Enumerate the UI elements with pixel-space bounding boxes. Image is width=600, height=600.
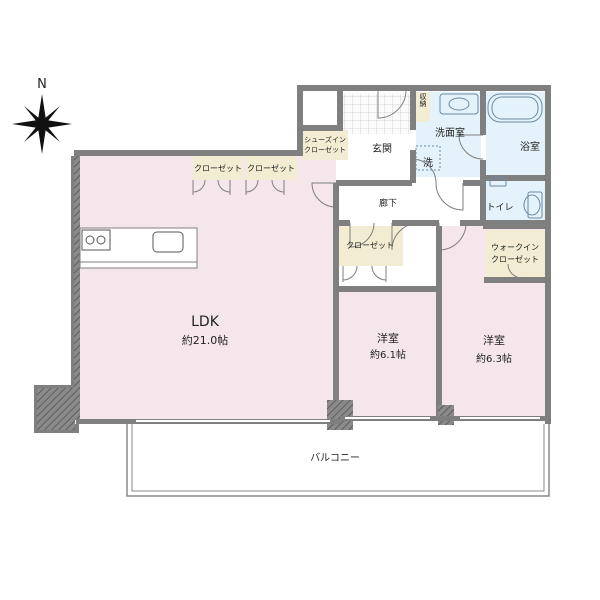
south-windows [76, 416, 548, 424]
labels: LDK 約21.0帖 洋室 約6.1帖 洋室 約6.3帖 玄関 廊下 洗面室 洗… [182, 93, 540, 365]
storage-label: 収納 [419, 93, 427, 108]
shoes-in-closet-floor [302, 130, 348, 160]
western2-size: 約6.3帖 [476, 352, 512, 365]
north-label: N [37, 77, 47, 92]
compass: N [12, 77, 72, 154]
washroom-label: 洗面室 [435, 126, 465, 139]
shoes-in-line1: シューズイン [304, 135, 346, 144]
walk-in-line2: クローゼット [491, 254, 539, 264]
kitchen-counter [79, 227, 198, 269]
columns [37, 85, 454, 430]
western1-size: 約6.1帖 [370, 348, 406, 361]
hallway-label: 廊下 [379, 197, 397, 209]
toilet-label: トイレ [486, 203, 513, 213]
balcony-label: バルコニー [310, 452, 360, 464]
western2-name: 洋室 [483, 333, 505, 347]
walk-in-closet-floor [486, 230, 545, 278]
closet-b-label: クローゼット [247, 163, 295, 173]
ldk-size: 約21.0帖 [182, 333, 229, 347]
bathroom-floor [486, 92, 545, 177]
closet-b-floor [246, 156, 297, 180]
compass-rose-icon [12, 94, 72, 154]
entrance-tile-floor [340, 94, 412, 134]
western1-floor [338, 292, 438, 416]
bathroom-label: 浴室 [520, 140, 540, 153]
ldk-name: LDK [191, 314, 220, 330]
entrance-label: 玄関 [372, 142, 392, 155]
closet-c-label: クローゼット [346, 240, 394, 250]
balcony: バルコニー [126, 424, 550, 497]
hallway-floor [336, 183, 482, 223]
closet-a-floor [193, 156, 243, 180]
washer-label: 洗 [423, 157, 433, 169]
toilet-floor [486, 180, 545, 224]
ldk-floor [77, 156, 336, 420]
western1-name: 洋室 [377, 331, 399, 345]
doors [192, 89, 523, 282]
bath-fixtures [415, 93, 543, 219]
closet-a-label: クローゼット [194, 163, 242, 173]
shoes-in-line2: クローゼット [304, 145, 346, 154]
walk-in-line1: ウォークイン [491, 243, 539, 252]
storage-floor [416, 92, 430, 122]
